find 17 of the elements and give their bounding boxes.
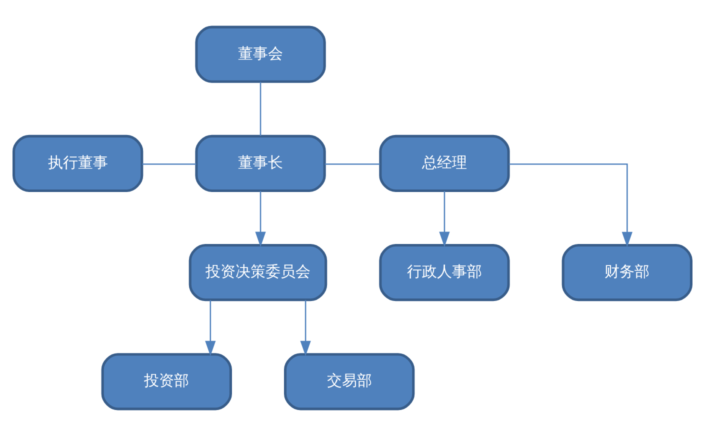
connector [142,162,196,164]
arrow [205,300,216,356]
node-box: 投资决策委员会 [188,244,328,301]
node-box: 行政人事部 [379,244,510,301]
connector [324,162,380,164]
node-box: 投资部 [101,352,232,410]
connector [260,81,262,136]
arrow [255,190,266,246]
arrow [439,190,450,246]
arrow [508,162,632,247]
arrow [300,300,311,356]
node-box: 交易部 [284,352,415,410]
node-box: 执行董事 [12,134,144,192]
node-box: 财务部 [562,244,692,301]
node-box: 总经理 [379,134,510,192]
node-box: 董事长 [195,134,326,192]
node-box: 董事会 [195,25,326,82]
